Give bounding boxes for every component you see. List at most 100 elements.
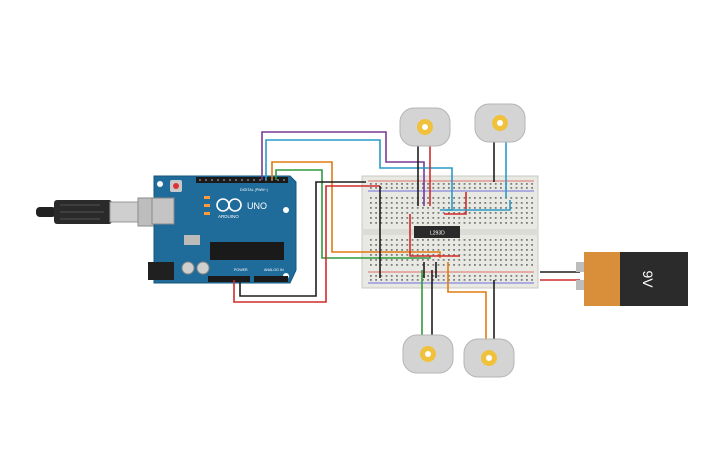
breadboard-hole [520, 202, 523, 204]
breadboard-hole [385, 222, 388, 224]
breadboard-hole [442, 275, 445, 277]
breadboard-hole [474, 187, 476, 189]
breadboard-hole [484, 259, 487, 261]
breadboard-hole [411, 239, 414, 241]
breadboard-hole [515, 212, 518, 214]
breadboard-hole [401, 264, 403, 266]
breadboard-hole [442, 217, 445, 219]
breadboard-hole [515, 254, 518, 256]
breadboard-hole [500, 259, 502, 261]
breadboard-hole [494, 212, 497, 214]
breadboard-hole [463, 207, 466, 209]
breadboard-hole [474, 254, 476, 256]
breadboard-hole [474, 202, 476, 204]
breadboard-hole [453, 197, 455, 199]
breadboard-hole [437, 275, 440, 277]
breadboard-hole [531, 212, 533, 214]
breadboard-hole [422, 259, 424, 261]
breadboard-hole [500, 197, 502, 199]
breadboard-hole [437, 212, 440, 214]
breadboard-hole [422, 244, 424, 246]
breadboard-hole [468, 264, 471, 266]
breadboard-hole [505, 212, 507, 214]
breadboard-hole [442, 197, 445, 199]
breadboard-hole [489, 183, 492, 185]
breadboard-hole [474, 217, 476, 219]
breadboard-hole [453, 279, 455, 281]
breadboard-hole [442, 254, 445, 256]
breadboard-hole [432, 249, 435, 251]
breadboard-hole [406, 249, 409, 251]
l293d-chip: L293D [414, 226, 460, 238]
breadboard-hole [370, 264, 372, 266]
power-label: POWER [234, 268, 248, 272]
breadboard-hole [463, 279, 466, 281]
breadboard-hole [380, 217, 383, 219]
wire-blue-2 [446, 200, 511, 211]
breadboard-hole [427, 254, 429, 256]
breadboard-hole [510, 279, 513, 281]
breadboard-hole [448, 259, 450, 261]
breadboard-hole [390, 187, 393, 189]
breadboard-hole [526, 187, 528, 189]
breadboard-hole [484, 207, 487, 209]
breadboard-hole [375, 264, 377, 266]
breadboard-hole [370, 244, 372, 246]
breadboard-hole [463, 202, 466, 204]
breadboard-hole [526, 207, 528, 209]
breadboard-hole [375, 197, 377, 199]
breadboard-hole [448, 197, 450, 199]
breadboard-hole [515, 202, 518, 204]
breadboard-hole [526, 249, 528, 251]
breadboard-hole [411, 275, 414, 277]
breadboard-hole [390, 183, 393, 185]
breadboard-hole [448, 222, 450, 224]
breadboard-hole [494, 217, 497, 219]
breadboard-hole [380, 259, 383, 261]
breadboard-hole [489, 264, 492, 266]
breadboard-hole [484, 254, 487, 256]
breadboard-hole [422, 279, 424, 281]
breadboard-hole [510, 217, 513, 219]
breadboard-hole [526, 259, 528, 261]
breadboard-hole [484, 279, 487, 281]
breadboard-hole [390, 197, 393, 199]
breadboard-hole [505, 264, 507, 266]
breadboard-hole [474, 222, 476, 224]
breadboard-hole [474, 197, 476, 199]
breadboard-hole [437, 279, 440, 281]
breadboard-hole [479, 207, 481, 209]
breadboard-hole [401, 217, 403, 219]
breadboard-hole [427, 207, 429, 209]
breadboard-hole [474, 212, 476, 214]
breadboard-hole [500, 222, 502, 224]
breadboard-hole [437, 254, 440, 256]
breadboard-hole [463, 244, 466, 246]
breadboard-hole [494, 259, 497, 261]
breadboard-hole [385, 207, 388, 209]
breadboard-hole [468, 249, 471, 251]
breadboard-hole [406, 264, 409, 266]
breadboard-hole [463, 264, 466, 266]
breadboard-hole [411, 264, 414, 266]
breadboard-hole [370, 217, 372, 219]
wire-purple [261, 131, 425, 206]
breadboard-hole [510, 239, 513, 241]
breadboard-hole [526, 212, 528, 214]
breadboard-hole [500, 264, 502, 266]
power-header [208, 276, 250, 282]
analog-label: ANALOG IN [264, 268, 284, 272]
breadboard-hole [401, 207, 403, 209]
breadboard-hole [520, 259, 523, 261]
breadboard-hole [370, 249, 372, 251]
breadboard-hole [531, 202, 533, 204]
breadboard-hole [526, 279, 528, 281]
breadboard-hole [479, 212, 481, 214]
breadboard-hole [401, 275, 403, 277]
breadboard-hole [406, 239, 409, 241]
breadboard-hole [458, 264, 461, 266]
breadboard-hole [422, 183, 424, 185]
breadboard-hole [422, 275, 424, 277]
breadboard-hole [505, 207, 507, 209]
breadboard-hole [411, 217, 414, 219]
